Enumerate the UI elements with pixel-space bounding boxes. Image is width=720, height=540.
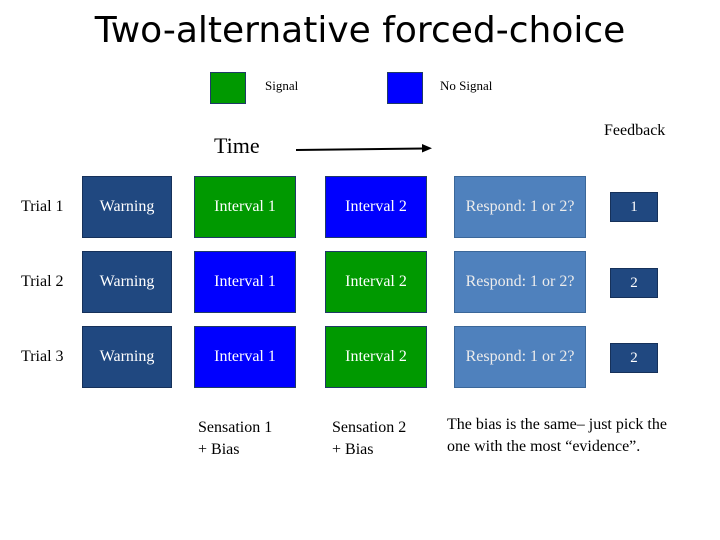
- warning-box: Warning: [82, 326, 172, 388]
- interval-1-box: Interval 1: [194, 251, 296, 313]
- interval-2-box: Interval 2: [325, 251, 427, 313]
- interval-2-box: Interval 2: [325, 176, 427, 238]
- time-label: Time: [214, 133, 260, 158]
- interval-2-box: Interval 2: [325, 326, 427, 388]
- interval-1-box: Interval 1: [194, 326, 296, 388]
- feedback-header: Feedback: [604, 122, 666, 139]
- sensation-2-note: Sensation 2 + Bias: [332, 417, 406, 461]
- bias-note-line-2: one with the most “evidence”.: [447, 438, 641, 455]
- legend-signal-label: Signal: [265, 78, 299, 93]
- legend-no-signal-swatch: [387, 72, 423, 104]
- feedback-box: 1: [610, 192, 658, 222]
- legend-no-signal-label: No Signal: [440, 78, 493, 93]
- interval-1-box: Interval 1: [194, 176, 296, 238]
- trial-label: Trial 1: [21, 198, 64, 215]
- sensation-2-bias-line: + Bias: [332, 441, 374, 458]
- feedback-box: 2: [610, 343, 658, 373]
- bias-note-line-1: The bias is the same– just pick the: [447, 416, 667, 433]
- sensation-1-line: Sensation 1: [198, 419, 273, 436]
- bias-note: The bias is the same– just pick the one …: [447, 414, 667, 458]
- trial-label: Trial 2: [21, 273, 64, 290]
- trial-label: Trial 3: [21, 348, 64, 365]
- page-title: Two-alternative forced-choice: [94, 10, 626, 51]
- warning-box: Warning: [82, 176, 172, 238]
- respond-box: Respond: 1 or 2?: [454, 251, 586, 313]
- feedback-box: 2: [610, 268, 658, 298]
- time-arrow-icon: [295, 144, 432, 153]
- sensation-2-line: Sensation 2: [332, 419, 407, 436]
- respond-box: Respond: 1 or 2?: [454, 326, 586, 388]
- respond-box: Respond: 1 or 2?: [454, 176, 586, 238]
- legend-signal-swatch: [210, 72, 246, 104]
- warning-box: Warning: [82, 251, 172, 313]
- sensation-1-bias-line: + Bias: [198, 441, 240, 458]
- sensation-1-note: Sensation 1 + Bias: [198, 417, 272, 461]
